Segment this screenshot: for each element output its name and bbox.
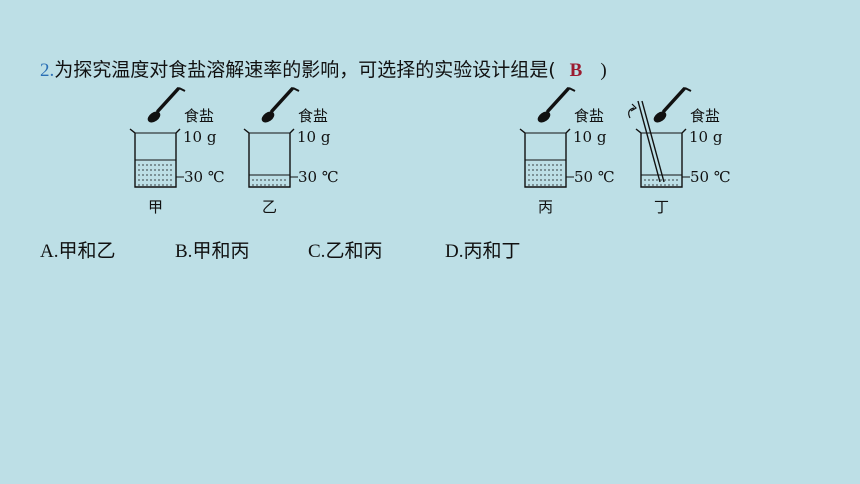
spoon-tip	[178, 87, 186, 92]
spoon-bowl-icon	[147, 111, 161, 123]
stirring-rod	[641, 100, 665, 183]
option-a-letter: A.	[40, 241, 59, 262]
beaker-2: 食盐 10 g 30 ℃ 乙	[243, 87, 339, 216]
spoon-handle	[546, 87, 570, 113]
option-a[interactable]: A.甲和乙	[40, 236, 116, 263]
salt-mass: 10 g	[297, 128, 331, 146]
option-c-text: 乙和丙	[325, 240, 383, 262]
beaker-outline	[635, 128, 687, 188]
beaker-name: 乙	[262, 198, 277, 216]
stir-arrowhead-icon	[630, 103, 637, 112]
water-temperature: 50 ℃	[690, 168, 731, 186]
spoon-handle	[662, 87, 686, 113]
option-b[interactable]: B.甲和丙	[175, 236, 249, 263]
question-number: 2.	[40, 60, 55, 81]
salt-label: 食盐	[690, 107, 720, 125]
option-c-letter: C.	[308, 241, 326, 262]
water-temperature: 50 ℃	[574, 168, 615, 186]
beaker-name: 甲	[148, 198, 163, 216]
spoon-tip	[568, 87, 576, 92]
spoon-tip	[292, 87, 300, 92]
answer-choice: B	[569, 60, 583, 81]
beaker-outline	[519, 128, 571, 188]
beaker-outline	[129, 128, 181, 188]
beaker-name: 丁	[654, 198, 669, 216]
beaker-1: 食盐 10 g 30 ℃ 甲	[129, 87, 225, 216]
option-d[interactable]: D.丙和丁	[445, 236, 521, 263]
salt-mass: 10 g	[573, 128, 607, 146]
beaker-4: 食盐 10 g 50 ℃ 丁	[628, 87, 731, 216]
salt-label: 食盐	[184, 107, 214, 125]
water-temperature: 30 ℃	[298, 168, 339, 186]
beaker-name: 丙	[538, 198, 553, 216]
option-b-letter: B.	[175, 241, 193, 262]
water-temperature: 30 ℃	[184, 168, 225, 186]
option-c[interactable]: C.乙和丙	[308, 236, 382, 263]
stir-arrow-icon	[628, 107, 635, 119]
spoon-bowl-icon	[537, 111, 551, 123]
beaker-group: 食盐 10 g 30 ℃ 甲 食盐 10 g 30 ℃ 乙 食盐 10 g 50 ℃ 丙 食盐 10 g 5…	[129, 87, 731, 216]
spoon-handle	[270, 87, 294, 113]
salt-label: 食盐	[298, 107, 328, 125]
spoon-handle	[156, 87, 180, 113]
option-d-text: 丙和丁	[463, 240, 521, 262]
question-stem: 2.为探究温度对食盐溶解速率的影响，可选择的实验设计组是( B)	[40, 57, 607, 84]
question-text: 为探究温度对食盐溶解速率的影响，可选择的实验设计组是(	[54, 59, 556, 81]
question-close-paren: )	[600, 60, 607, 81]
option-a-text: 甲和乙	[58, 240, 116, 262]
option-b-text: 甲和丙	[192, 240, 250, 262]
spoon-bowl-icon	[653, 111, 667, 123]
salt-label: 食盐	[574, 107, 604, 125]
salt-mass: 10 g	[689, 128, 723, 146]
salt-mass: 10 g	[183, 128, 217, 146]
spoon-tip	[684, 87, 692, 92]
spoon-bowl-icon	[261, 111, 275, 123]
stirring-rod	[637, 100, 661, 183]
beaker-3: 食盐 10 g 50 ℃ 丙	[519, 87, 615, 216]
beaker-outline	[243, 128, 295, 188]
option-d-letter: D.	[445, 241, 464, 262]
